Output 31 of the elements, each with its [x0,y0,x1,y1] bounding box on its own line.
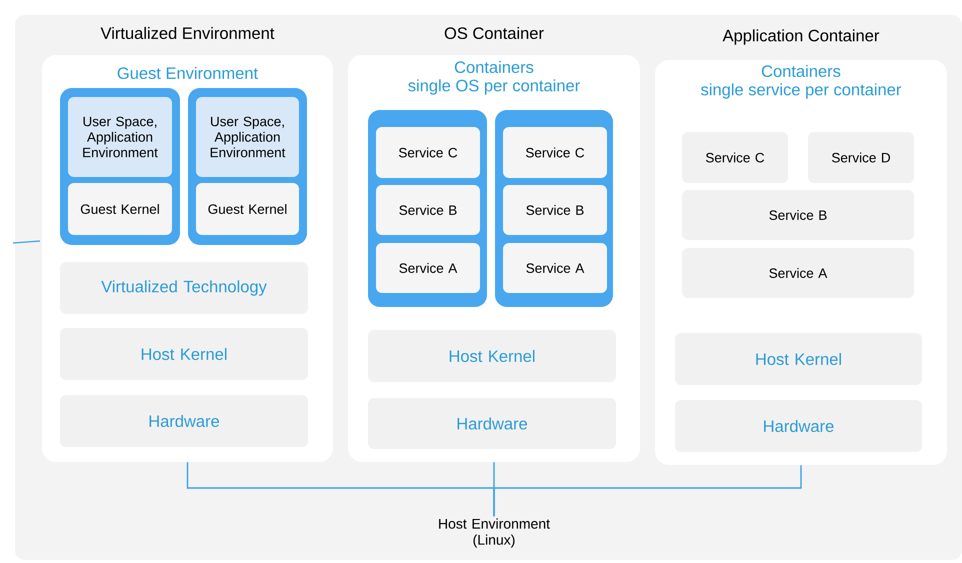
service-box: Service D [808,132,914,183]
layer-box: Hardware [368,398,616,449]
panel-title: OS Container [444,26,544,40]
layer-box: Host Kernel [60,328,308,380]
host-label: Host Environment (Linux) [439,518,550,548]
service-box: Service A [376,243,480,293]
section-heading: Containers [762,64,840,78]
layer-box: Host Kernel [675,333,922,385]
service-box: Service A [503,243,607,293]
layer-box: Hardware [60,395,308,447]
section-heading: single service per container [701,83,902,99]
layer-box: Guest Kernel [68,183,172,235]
section-heading: single OS per container [408,79,580,95]
layer-box: Hardware [675,400,922,452]
section-heading: Containers [454,60,534,74]
service-box: Service C [682,132,788,183]
panel-title: Virtualized Environment [100,26,274,40]
section-heading: Guest Environment [118,66,258,80]
service-box: Service B [503,185,607,235]
layer-box: User Space, Application Environment [196,97,299,177]
layer-box: Virtualized Technology [60,262,308,314]
layer-box: User Space, Application Environment [68,97,172,177]
service-box: Service C [376,127,480,178]
service-box: Service B [682,190,914,240]
service-box: Service C [503,127,607,178]
layer-box: Host Kernel [368,330,616,382]
service-box: Service B [376,185,480,235]
service-box: Service A [682,248,914,298]
bracket-line [493,465,802,516]
layer-box: Guest Kernel [196,183,299,235]
panel-title: Application Container [722,29,880,45]
